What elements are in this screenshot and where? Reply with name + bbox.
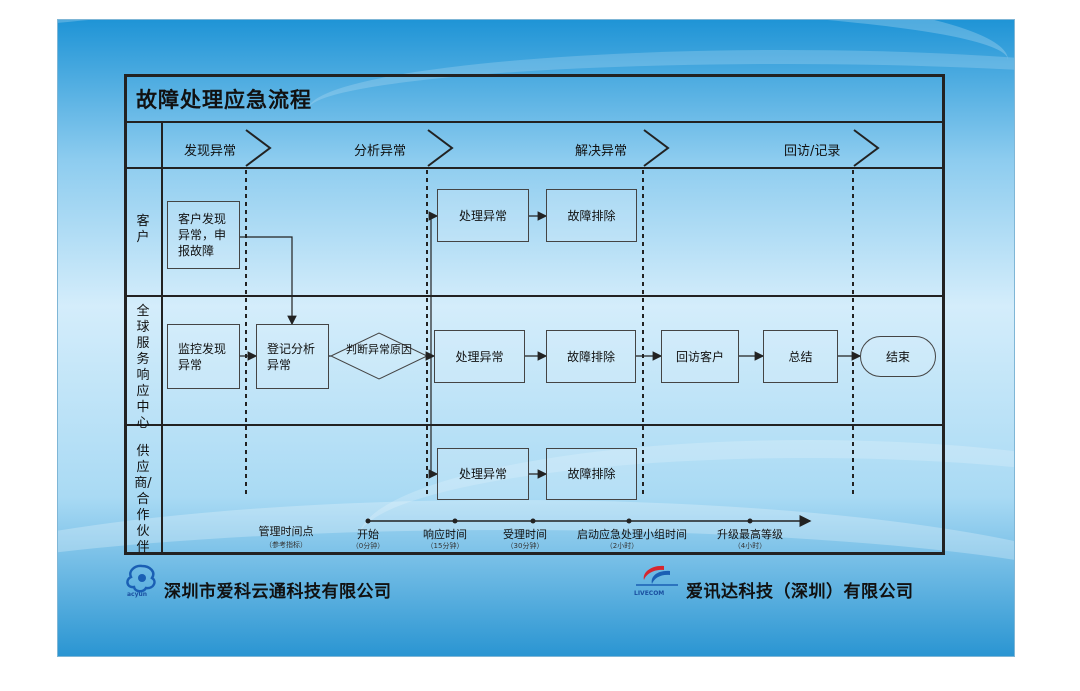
node-supplier-fix: 故障排除 xyxy=(546,448,637,500)
timeline-point-sub: （15分钟） xyxy=(426,542,464,550)
right-company-name: 爱讯达科技（深圳）有限公司 xyxy=(686,582,914,602)
lane-divider xyxy=(124,295,945,297)
timeline-point-sub: （0分钟） xyxy=(351,542,385,550)
node-monitor: 监控发现异常 xyxy=(167,324,240,389)
timeline-point xyxy=(626,518,632,524)
acyun-logo-text: acyun xyxy=(127,591,148,598)
node-customer-fix: 故障排除 xyxy=(546,189,637,242)
livecom-logo-text: LIVECOM xyxy=(634,590,665,597)
flow-arrow xyxy=(240,236,297,326)
lane-label-customer: 客户 xyxy=(136,214,150,245)
phase-chevron xyxy=(245,129,272,167)
phase-label-discover: 发现异常 xyxy=(184,144,237,159)
node-center-handle: 处理异常 xyxy=(434,330,525,383)
node-end: 结束 xyxy=(860,336,936,377)
phase-label-record: 回访/记录 xyxy=(784,144,841,159)
node-center-fix: 故障排除 xyxy=(546,330,636,383)
flow-arrow xyxy=(428,356,439,479)
node-supplier-handle: 处理异常 xyxy=(437,448,529,500)
timeline-point-label: 启动应急处理小组时间 xyxy=(577,528,687,541)
phase-chevron xyxy=(853,129,880,167)
title-divider xyxy=(124,121,945,123)
lane-label-divider xyxy=(161,121,163,555)
timeline-point-label: 受理时间 xyxy=(503,528,547,541)
phase-label-analyze: 分析异常 xyxy=(354,144,407,159)
livecom-logo-icon xyxy=(636,565,678,586)
timeline-point-label: 响应时间 xyxy=(423,528,467,541)
timeline-point xyxy=(747,518,753,524)
lane-divider xyxy=(124,424,945,426)
timeline-point-sub: （30分钟） xyxy=(506,542,544,550)
lane-label-supplier: 供应商/合作伙伴 xyxy=(134,444,152,555)
timeline-point xyxy=(530,518,536,524)
left-company-name: 深圳市爱科云通科技有限公司 xyxy=(164,582,392,602)
timeline-point-label: 开始 xyxy=(357,528,379,541)
timeline-point-sub: （2小时） xyxy=(605,542,639,550)
node-register: 登记分析异常 xyxy=(256,324,329,389)
timeline-point xyxy=(452,518,458,524)
timeline-point-sub: （4小时） xyxy=(733,542,767,550)
phase-chevron xyxy=(427,129,454,167)
acyun-logo-icon xyxy=(126,564,156,593)
node-judge: 判断异常原因 xyxy=(346,343,412,356)
node-customer-handle: 处理异常 xyxy=(437,189,529,242)
flowchart-frame xyxy=(124,74,945,555)
phase-label-solve: 解决异常 xyxy=(575,144,628,159)
timeline-title-sub: （参考指标） xyxy=(265,541,307,549)
node-summary: 总结 xyxy=(763,330,838,383)
phase-divider xyxy=(124,167,945,169)
timeline-title: 管理时间点 xyxy=(258,525,314,538)
lane-label-service-center: 全球服务响应中心 xyxy=(136,304,150,431)
node-customer-report: 客户发现异常，申报故障 xyxy=(167,201,240,269)
timeline-point-label: 升级最高等级 xyxy=(717,528,783,541)
flowchart-title: 故障处理应急流程 xyxy=(136,88,312,112)
timeline-point xyxy=(365,518,371,524)
phase-chevron xyxy=(643,129,670,167)
flow-arrow xyxy=(428,211,439,356)
node-revisit: 回访客户 xyxy=(661,330,739,383)
